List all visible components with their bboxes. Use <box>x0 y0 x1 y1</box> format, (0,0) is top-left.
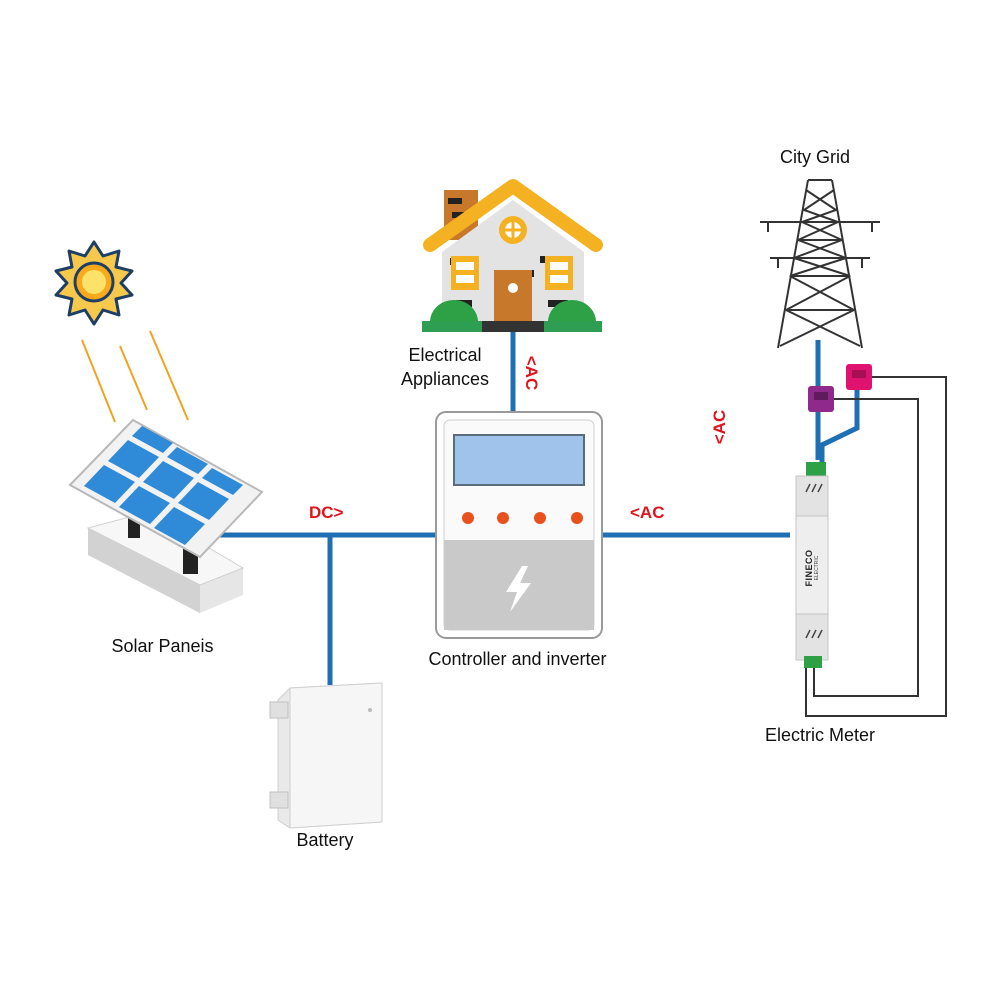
city-grid-label: City Grid <box>779 147 850 167</box>
solar-panel-icon <box>68 418 264 613</box>
ac-flow-label-inverter-meter: <AC <box>630 503 665 522</box>
inverter-button-2 <box>497 512 509 524</box>
ac-flow-label-house: <AC <box>522 355 541 391</box>
ct-wires <box>805 376 947 717</box>
inverter-button-1 <box>462 512 474 524</box>
battery-label: Battery <box>296 830 354 850</box>
inverter-button-3 <box>534 512 546 524</box>
sun-icon <box>54 240 134 326</box>
meter-brand: FINECO ELECTRIC <box>804 536 820 600</box>
dc-flow-label: DC> <box>309 503 344 522</box>
solar-panels-label: Solar Paneis <box>111 636 214 656</box>
ac-flow-label-grid: <AC <box>710 409 729 445</box>
appliances-label: Electrical Appliances <box>380 343 510 391</box>
meter-brand-sub: ELECTRIC <box>814 555 820 581</box>
meter-brand-name: FINECO <box>804 549 814 587</box>
inverter-button-4 <box>571 512 583 524</box>
appliances-label-line1: Electrical <box>408 345 482 365</box>
inverter-label: Controller and inverter <box>428 649 607 669</box>
transmission-tower-icon <box>760 179 880 349</box>
house-icon <box>422 179 603 332</box>
appliances-label-line2: Appliances <box>400 369 490 389</box>
inverter-icon <box>435 411 603 639</box>
electric-meter-icon <box>795 462 829 668</box>
battery-icon <box>269 682 383 829</box>
electric-meter-label: Electric Meter <box>764 725 876 745</box>
lightning-bolt-icon <box>506 566 531 612</box>
sun-rays <box>81 330 189 423</box>
